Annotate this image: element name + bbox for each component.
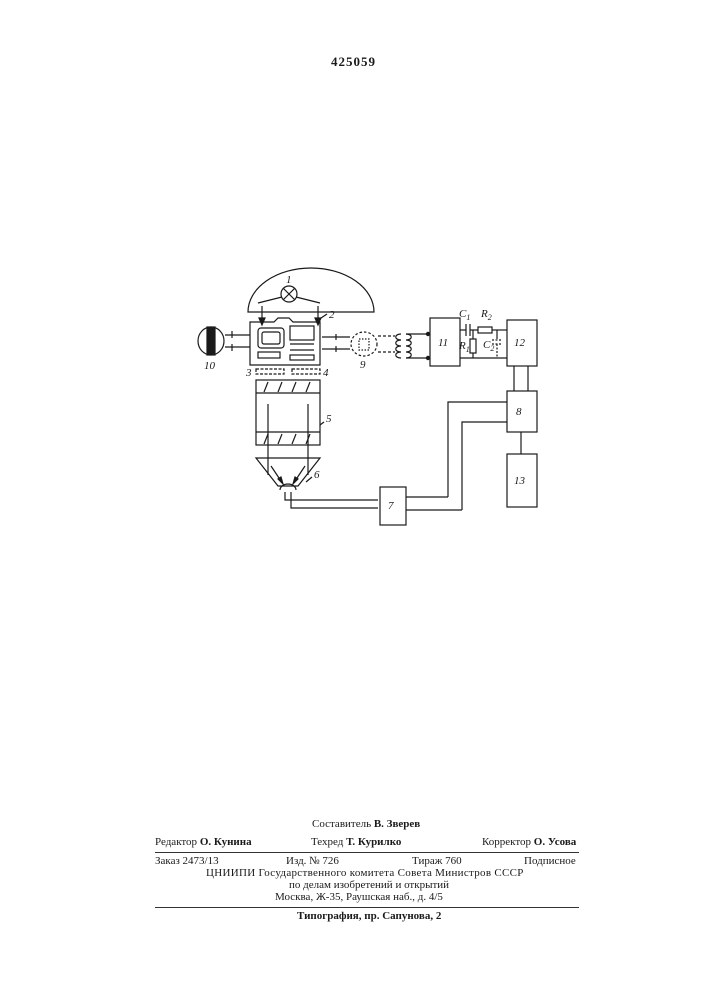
compiler: Составитель В. Зверев <box>312 818 420 830</box>
edition: Изд. № 726 <box>286 855 339 867</box>
editor-name: О. Кунина <box>200 836 252 848</box>
editor: Редактор О. Кунина <box>155 836 252 848</box>
address: Москва, Ж-35, Раушская наб., д. 4/5 <box>275 891 443 903</box>
order: Заказ 2473/13 <box>155 855 219 867</box>
org-line-1: ЦНИИПИ Государственного комитета Совета … <box>206 867 524 879</box>
corrector-label: Корректор <box>482 836 531 848</box>
compiler-label: Составитель <box>312 818 371 830</box>
subscription: Подписное <box>524 855 576 867</box>
compiler-name: В. Зверев <box>374 818 420 830</box>
corrector-name: О. Усова <box>534 836 577 848</box>
corrector: Корректор О. Усова <box>482 836 576 848</box>
printer: Типография, пр. Сапунова, 2 <box>297 910 441 922</box>
editor-label: Редактор <box>155 836 197 848</box>
divider-top <box>155 852 579 853</box>
divider-bottom <box>155 907 579 908</box>
techred-name: Т. Курилко <box>346 836 401 848</box>
techred: Техред Т. Курилко <box>311 836 401 848</box>
org-line-2: по делам изобретений и открытий <box>289 879 449 891</box>
techred-label: Техред <box>311 836 343 848</box>
circulation: Тираж 760 <box>412 855 462 867</box>
